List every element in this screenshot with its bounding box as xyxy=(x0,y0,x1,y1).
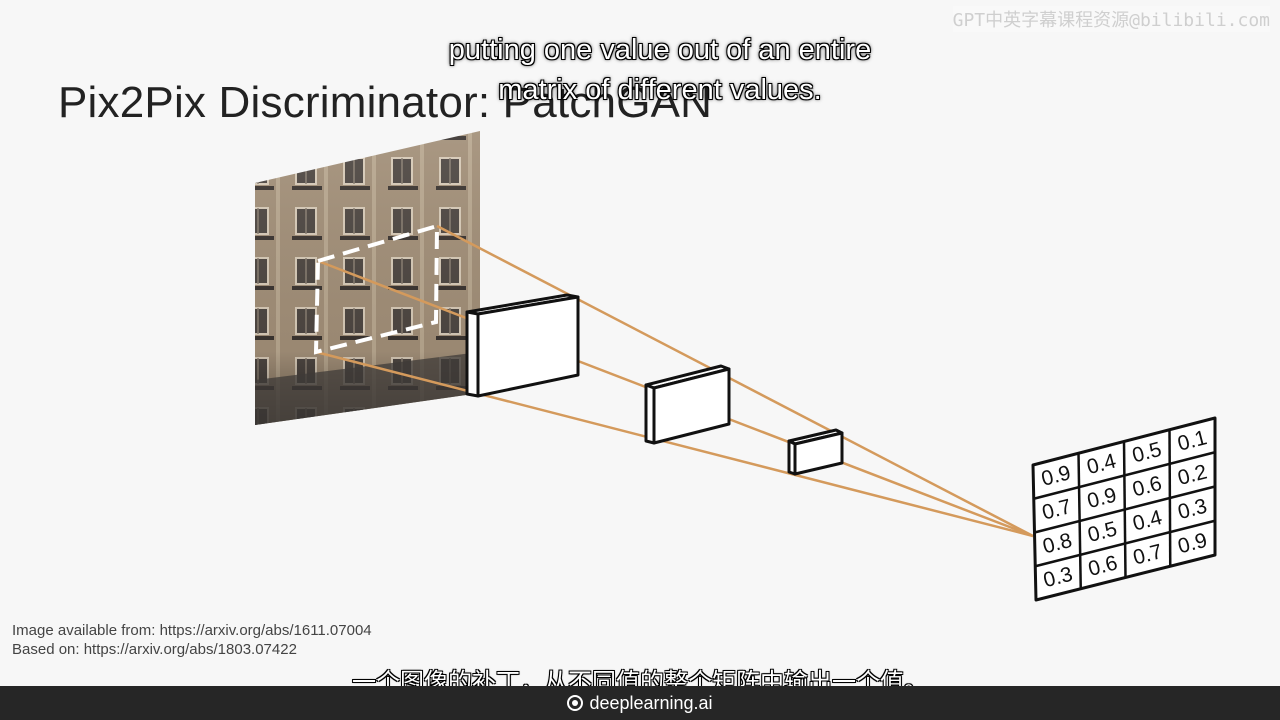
feature-layer-1 xyxy=(467,295,578,396)
feature-layer-2 xyxy=(646,366,729,443)
brand: deeplearning.ai xyxy=(567,693,712,714)
english-subtitle: putting one value out of an entire matri… xyxy=(300,30,1020,110)
source-based-on-link: Based on: https://arxiv.org/abs/1803.074… xyxy=(12,640,372,659)
english-subtitle-line-2: matrix of different values. xyxy=(300,70,1020,110)
output-matrix: 0.90.40.50.10.70.90.60.20.80.50.40.30.30… xyxy=(1033,418,1215,600)
slide: 0.90.40.50.10.70.90.60.20.80.50.40.30.30… xyxy=(0,0,1280,686)
feature-layer-3 xyxy=(789,430,842,474)
bottom-bar: deeplearning.ai xyxy=(0,686,1280,720)
english-subtitle-line-1: putting one value out of an entire xyxy=(300,30,1020,70)
brand-name: deeplearning.ai xyxy=(589,693,712,714)
input-image xyxy=(255,131,480,425)
source-notes: Image available from: https://arxiv.org/… xyxy=(12,621,372,659)
watermark: GPT中英字幕课程资源@bilibili.com xyxy=(953,6,1270,32)
source-image-link: Image available from: https://arxiv.org/… xyxy=(12,621,372,640)
deeplearning-logo-icon xyxy=(567,695,583,711)
